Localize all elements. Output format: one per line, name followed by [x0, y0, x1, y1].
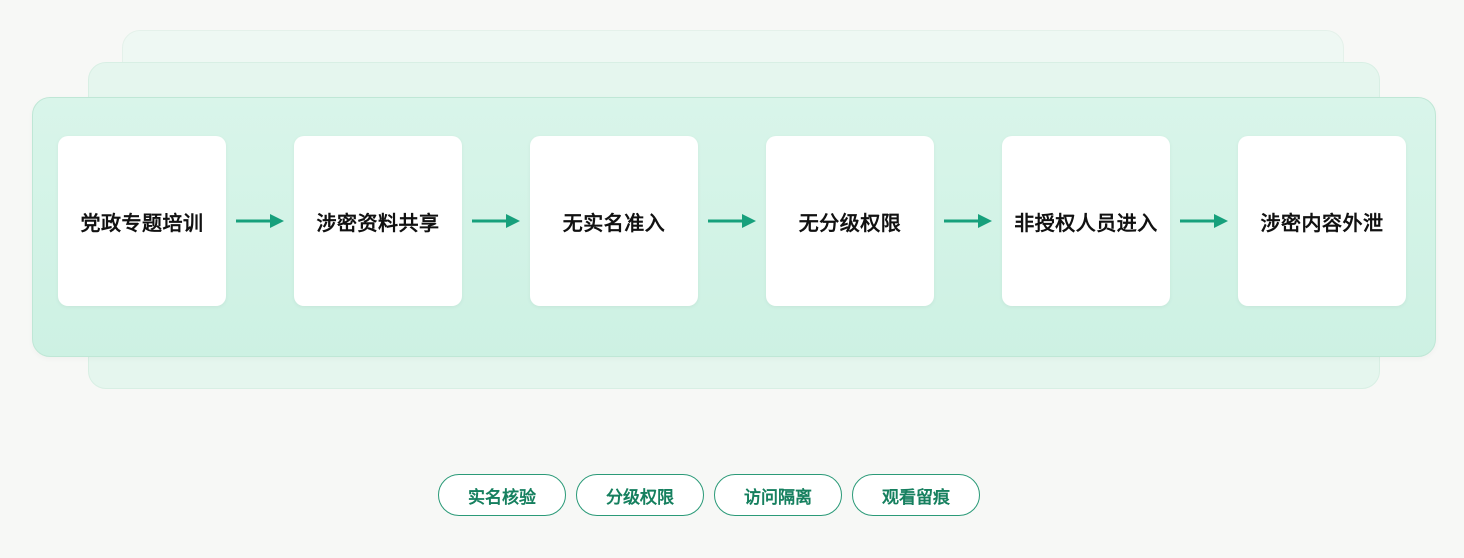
flow-step-1: 党政专题培训: [58, 136, 226, 306]
flow-step-label: 涉密资料共享: [316, 210, 440, 235]
flow-step-6: 涉密内容外泄: [1238, 136, 1406, 306]
tag-real-name-verification[interactable]: 实名核验: [438, 474, 566, 516]
risk-flow: 党政专题培训 涉密资料共享 无实名准入 无分级权限 非授权人员进入 涉密内容外泄: [58, 136, 1406, 306]
arrow-right-icon: [462, 136, 530, 306]
tag-tiered-permissions[interactable]: 分级权限: [576, 474, 704, 516]
flow-step-5: 非授权人员进入: [1002, 136, 1170, 306]
flow-step-4: 无分级权限: [766, 136, 934, 306]
flow-step-label: 无分级权限: [798, 210, 902, 235]
arrow-right-icon: [698, 136, 766, 306]
flow-step-label: 非授权人员进入: [1014, 210, 1158, 235]
solution-tags: 实名核验 分级权限 访问隔离 观看留痕: [438, 474, 980, 516]
flow-step-label: 党政专题培训: [80, 210, 204, 235]
arrow-right-icon: [226, 136, 294, 306]
arrow-right-icon: [934, 136, 1002, 306]
arrow-right-icon: [1170, 136, 1238, 306]
flow-step-label: 无实名准入: [562, 210, 666, 235]
flow-step-2: 涉密资料共享: [294, 136, 462, 306]
flow-panel: [32, 97, 1436, 357]
tag-viewing-trace[interactable]: 观看留痕: [852, 474, 980, 516]
tag-access-isolation[interactable]: 访问隔离: [714, 474, 842, 516]
flow-step-3: 无实名准入: [530, 136, 698, 306]
flow-step-label: 涉密内容外泄: [1260, 210, 1384, 235]
